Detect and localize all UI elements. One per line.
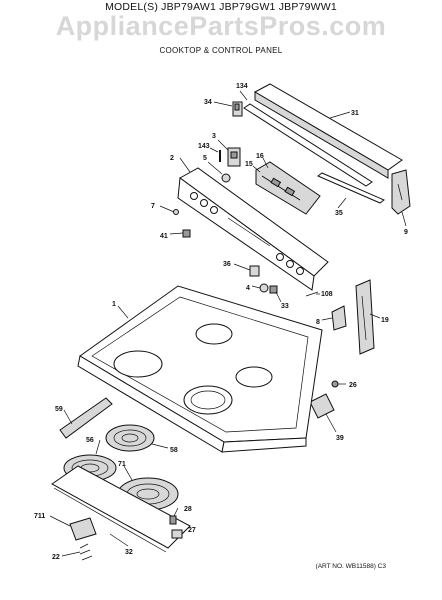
part-5-knob[interactable] <box>221 173 231 183</box>
callout-35: 35 <box>335 210 343 217</box>
callout-58: 58 <box>170 447 178 454</box>
callout-36: 36 <box>223 261 231 268</box>
callout-3: 3 <box>212 133 216 140</box>
part-22-wire-harness[interactable] <box>79 543 93 561</box>
part-35-rod[interactable] <box>317 172 385 204</box>
callout-32: 32 <box>125 549 133 556</box>
callout-16: 16 <box>256 153 264 160</box>
callout-19: 19 <box>381 317 389 324</box>
callout-26: 26 <box>349 382 357 389</box>
callout-labels: 134 34 31 143 3 2 5 16 15 7 35 9 41 36 4… <box>34 83 408 561</box>
part-32-burner-box[interactable] <box>51 465 191 553</box>
part-28-clip[interactable] <box>169 515 177 525</box>
part-34-bracket[interactable] <box>232 101 243 117</box>
part-26-screw[interactable] <box>331 380 339 388</box>
callout-22: 22 <box>52 554 60 561</box>
part-4-switch[interactable] <box>259 283 269 293</box>
part-108-wire[interactable] <box>305 291 319 297</box>
part-59-burner-bracket[interactable] <box>59 397 113 439</box>
part-36-bracket[interactable] <box>249 265 260 277</box>
art-number: (ART NO. WB11588) C3 <box>315 563 386 570</box>
callout-71: 71 <box>118 461 126 468</box>
callout-39: 39 <box>336 435 344 442</box>
callout-31: 31 <box>351 110 359 117</box>
callout-33: 33 <box>281 303 289 310</box>
leader-lines <box>49 90 407 557</box>
callout-5: 5 <box>203 155 207 162</box>
section-title: COOKTOP & CONTROL PANEL <box>159 46 283 55</box>
callout-7: 7 <box>151 203 155 210</box>
part-16-control-board[interactable] <box>255 161 321 215</box>
callout-28: 28 <box>184 506 192 513</box>
part-134-trim-strip[interactable] <box>243 103 373 187</box>
callout-8: 8 <box>316 319 320 326</box>
callout-2: 2 <box>170 155 174 162</box>
callout-27: 27 <box>188 527 196 534</box>
part-27-receptacle[interactable] <box>171 529 183 539</box>
model-numbers: MODEL(S) JBP79AW1 JBP79GW1 JBP79WW1 <box>105 1 337 13</box>
part-9-end-cap[interactable] <box>391 169 411 215</box>
callout-711: 711 <box>34 513 45 520</box>
part-2-control-panel[interactable] <box>177 167 329 291</box>
callout-108: 108 <box>321 291 333 298</box>
callout-4: 4 <box>246 285 250 292</box>
callout-1: 1 <box>112 301 116 308</box>
callout-134: 134 <box>236 83 248 90</box>
callout-15: 15 <box>245 161 253 168</box>
part-41-nut[interactable] <box>182 229 191 238</box>
part-58-surface-element[interactable] <box>105 424 155 452</box>
part-19-side-bracket[interactable] <box>355 279 375 355</box>
callout-34: 34 <box>204 99 212 106</box>
callout-41: 41 <box>160 233 168 240</box>
part-8-clip[interactable] <box>331 305 347 331</box>
part-711-bracket[interactable] <box>69 517 97 541</box>
callout-56: 56 <box>86 437 94 444</box>
callout-9: 9 <box>404 229 408 236</box>
part-33-screw[interactable] <box>269 285 278 294</box>
callout-143: 143 <box>198 143 210 150</box>
part-3-switch[interactable] <box>227 147 241 167</box>
part-39-cover[interactable] <box>309 393 335 419</box>
callout-59: 59 <box>55 406 63 413</box>
part-1-cooktop[interactable] <box>77 285 323 453</box>
part-31-top-trim[interactable] <box>253 83 403 179</box>
part-7-clip[interactable] <box>173 209 179 215</box>
